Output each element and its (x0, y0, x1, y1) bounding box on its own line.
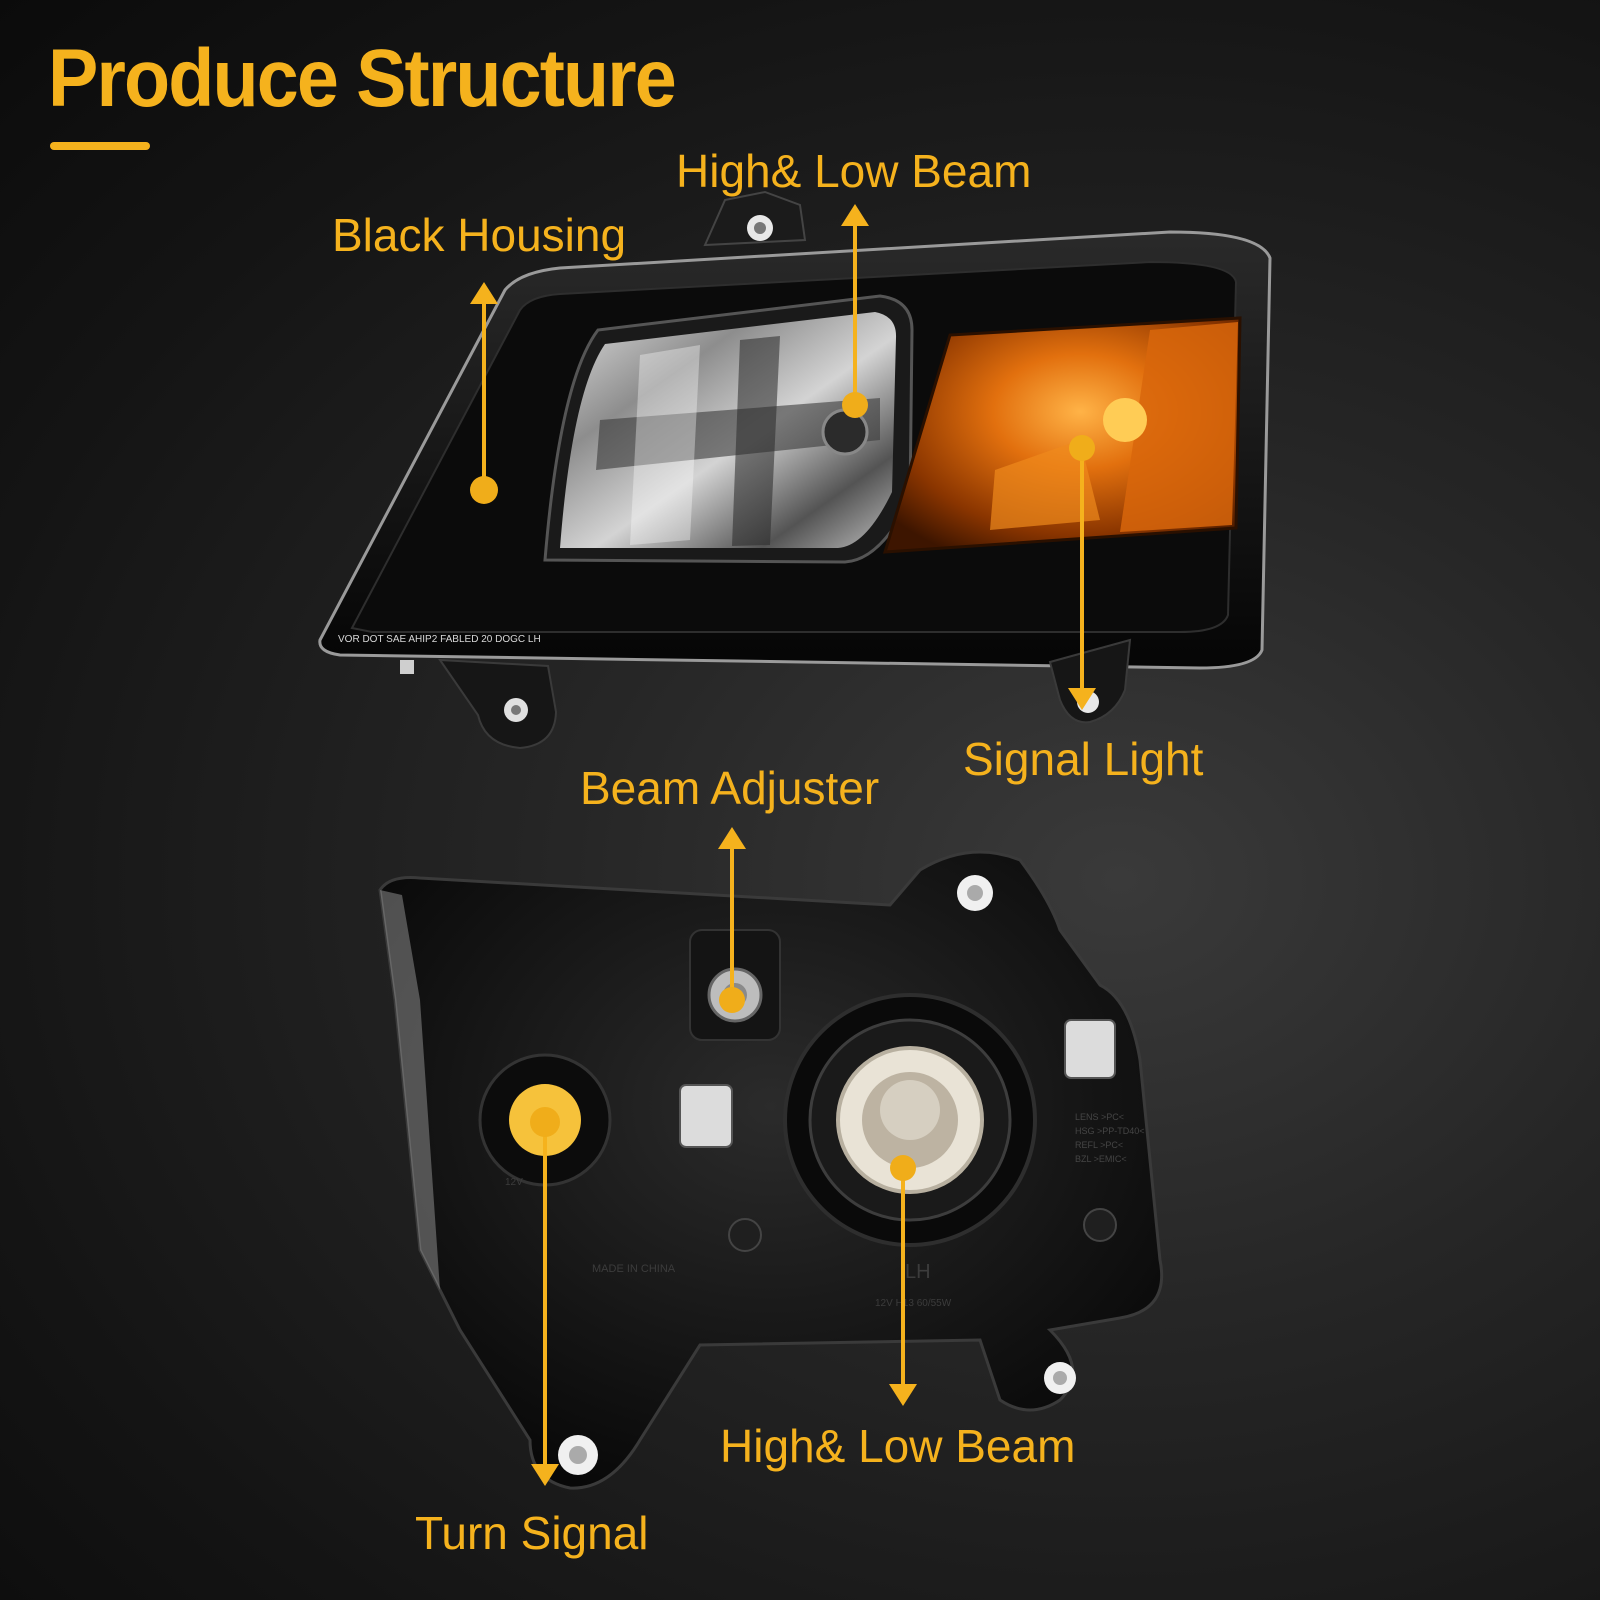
material-line: LENS >PC< (1075, 1112, 1124, 1122)
bulb-spec-print: 12V H13 60/55W (875, 1298, 952, 1309)
side-print: LH (905, 1261, 931, 1283)
label-turn-signal: Turn Signal (415, 1507, 649, 1559)
amber-signal-lens (882, 316, 1242, 554)
callout-high-low-beam-front (841, 204, 869, 418)
title-underline (50, 142, 150, 150)
material-line: HSG >PP-TD40< (1075, 1126, 1145, 1136)
label-black-housing: Black Housing (332, 209, 627, 261)
made-in-print: MADE IN CHINA (592, 1263, 676, 1275)
callout-turn-signal (530, 1107, 560, 1486)
callout-beam-adjuster (718, 827, 746, 1013)
label-beam-adjuster: Beam Adjuster (580, 762, 880, 814)
turn-bulb-print: 12V (505, 1177, 523, 1188)
callout-black-housing (470, 282, 498, 504)
label-high-low-beam-back: High& Low Beam (720, 1420, 1076, 1472)
label-signal-light: Signal Light (963, 733, 1204, 785)
material-line: BZL >EMIC< (1075, 1154, 1127, 1164)
callout-high-low-beam-back (889, 1155, 917, 1406)
callout-signal-light (1068, 435, 1096, 710)
headlight-back-view (378, 850, 1164, 1490)
lens-print: VOR DOT SAE AHIP2 FABLED 20 DOGC LH (338, 634, 541, 645)
material-print: LENS >PC< HSG >PP-TD40< REFL >PC< BZL >E… (1075, 1112, 1145, 1164)
label-high-low-beam-front: High& Low Beam (676, 145, 1032, 197)
mount-tab-top (703, 190, 807, 247)
page-title: Produce Structure (48, 33, 677, 124)
material-line: REFL >PC< (1075, 1140, 1123, 1150)
